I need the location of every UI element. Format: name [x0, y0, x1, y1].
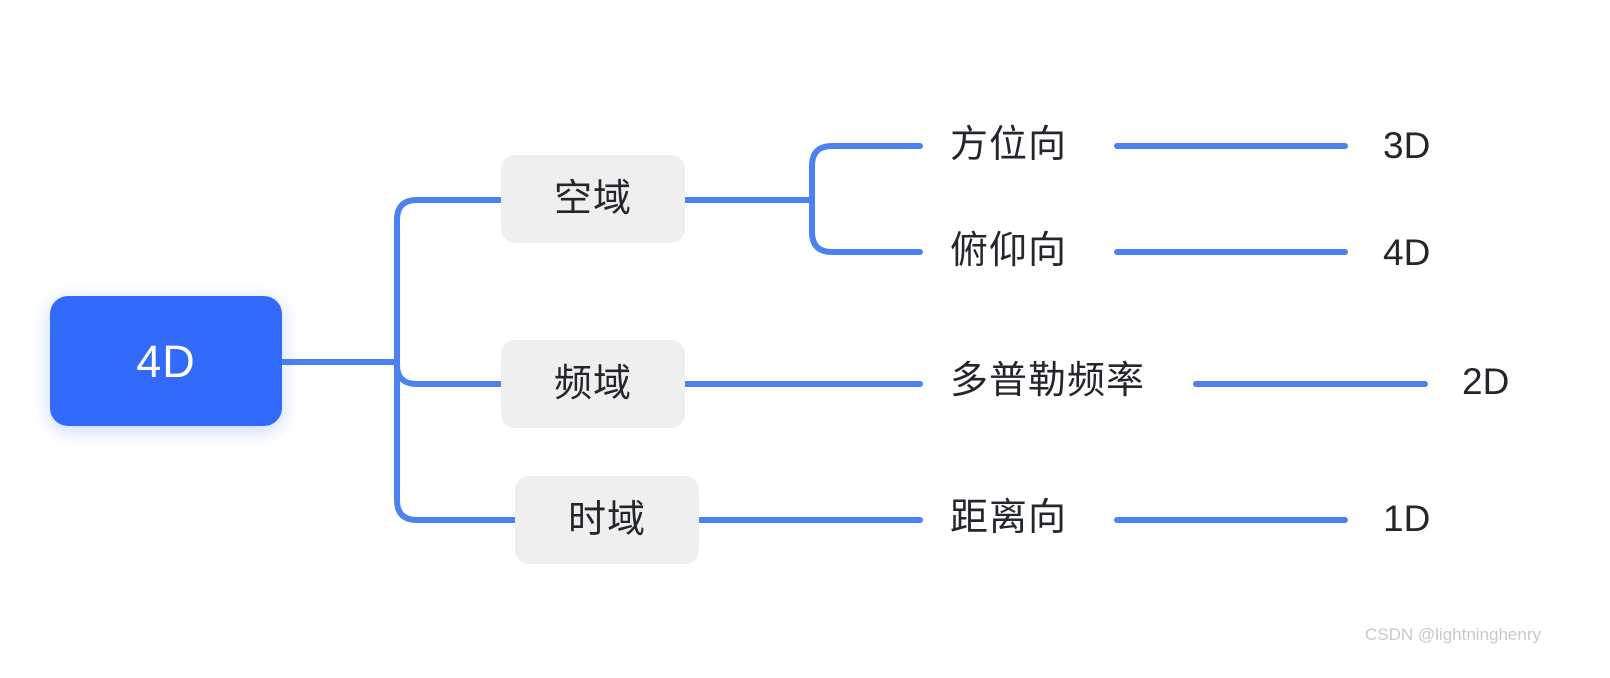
- leaf-label-elevation: 俯仰向: [950, 230, 1068, 272]
- branch-node-time-domain[interactable]: 时域: [515, 476, 699, 564]
- connector-root-to-branch-2: [394, 359, 504, 387]
- branch-node-label: 时域: [567, 499, 646, 541]
- leaf-label-doppler-frequency: 多普勒频率: [950, 360, 1146, 402]
- connector-root-to-branch-3: [394, 359, 518, 523]
- branch-node-label: 频域: [553, 363, 632, 405]
- leaf-label-range: 距离向: [950, 497, 1068, 539]
- branch-node-frequency-domain[interactable]: 频域: [501, 340, 685, 428]
- dimension-label-1d: 1D: [1383, 498, 1431, 539]
- connector-branch-1-to-leaf-1: [809, 143, 923, 203]
- dimension-label-4d: 4D: [1383, 232, 1431, 273]
- branch-node-label: 空域: [553, 178, 632, 220]
- connector-root-to-branch-1: [394, 197, 504, 365]
- connector-branch-1-to-leaf-2: [809, 197, 923, 255]
- dimension-label-2d: 2D: [1462, 361, 1510, 402]
- branch-node-spatial-domain[interactable]: 空域: [501, 155, 685, 243]
- watermark: CSDN @lightninghenry: [1365, 625, 1542, 644]
- dimension-label-3d: 3D: [1383, 125, 1431, 166]
- root-node-label: 4D: [136, 335, 196, 387]
- leaf-label-azimuth: 方位向: [950, 124, 1068, 166]
- root-node[interactable]: 4D: [50, 296, 282, 426]
